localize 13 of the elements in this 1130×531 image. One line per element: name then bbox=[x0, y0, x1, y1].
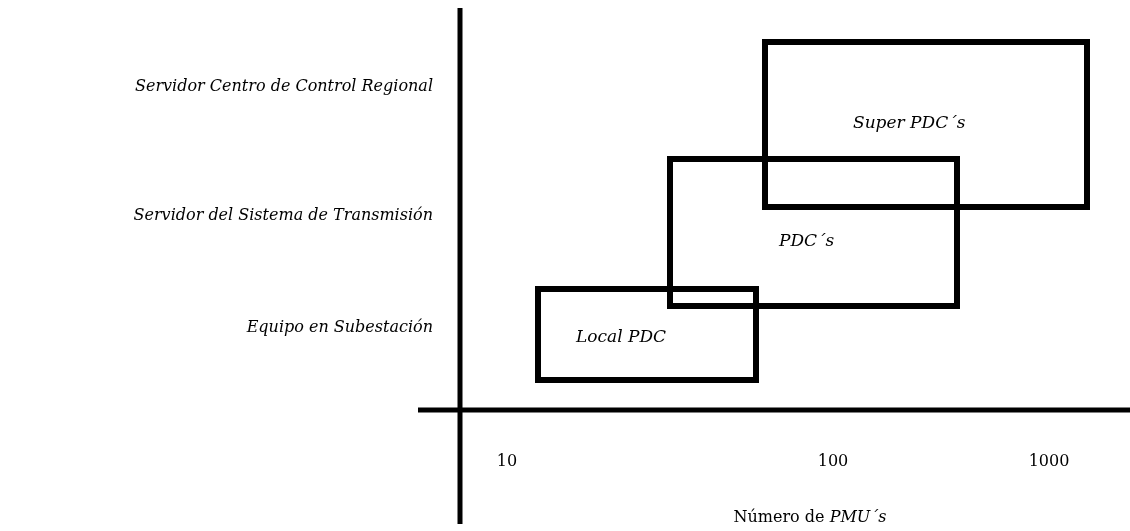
range-label: Super PDC´s bbox=[853, 112, 966, 132]
range-box bbox=[667, 156, 960, 309]
level-label: Servidor Centro de Control Regional bbox=[135, 76, 433, 95]
axis-title: Número de PMU´s bbox=[733, 507, 887, 526]
range-box bbox=[535, 286, 759, 383]
level-label: Servidor del Sistema de Transmisión bbox=[133, 205, 433, 224]
range-label: PDC´s bbox=[779, 230, 835, 250]
level-label: Equipo en Subestación bbox=[246, 317, 433, 336]
tick-label: 100 bbox=[817, 451, 849, 470]
range-box bbox=[762, 39, 1090, 210]
range-label: Local PDC bbox=[576, 326, 667, 346]
tick-label: 1000 bbox=[1028, 451, 1070, 470]
tick-label: 10 bbox=[496, 451, 518, 470]
